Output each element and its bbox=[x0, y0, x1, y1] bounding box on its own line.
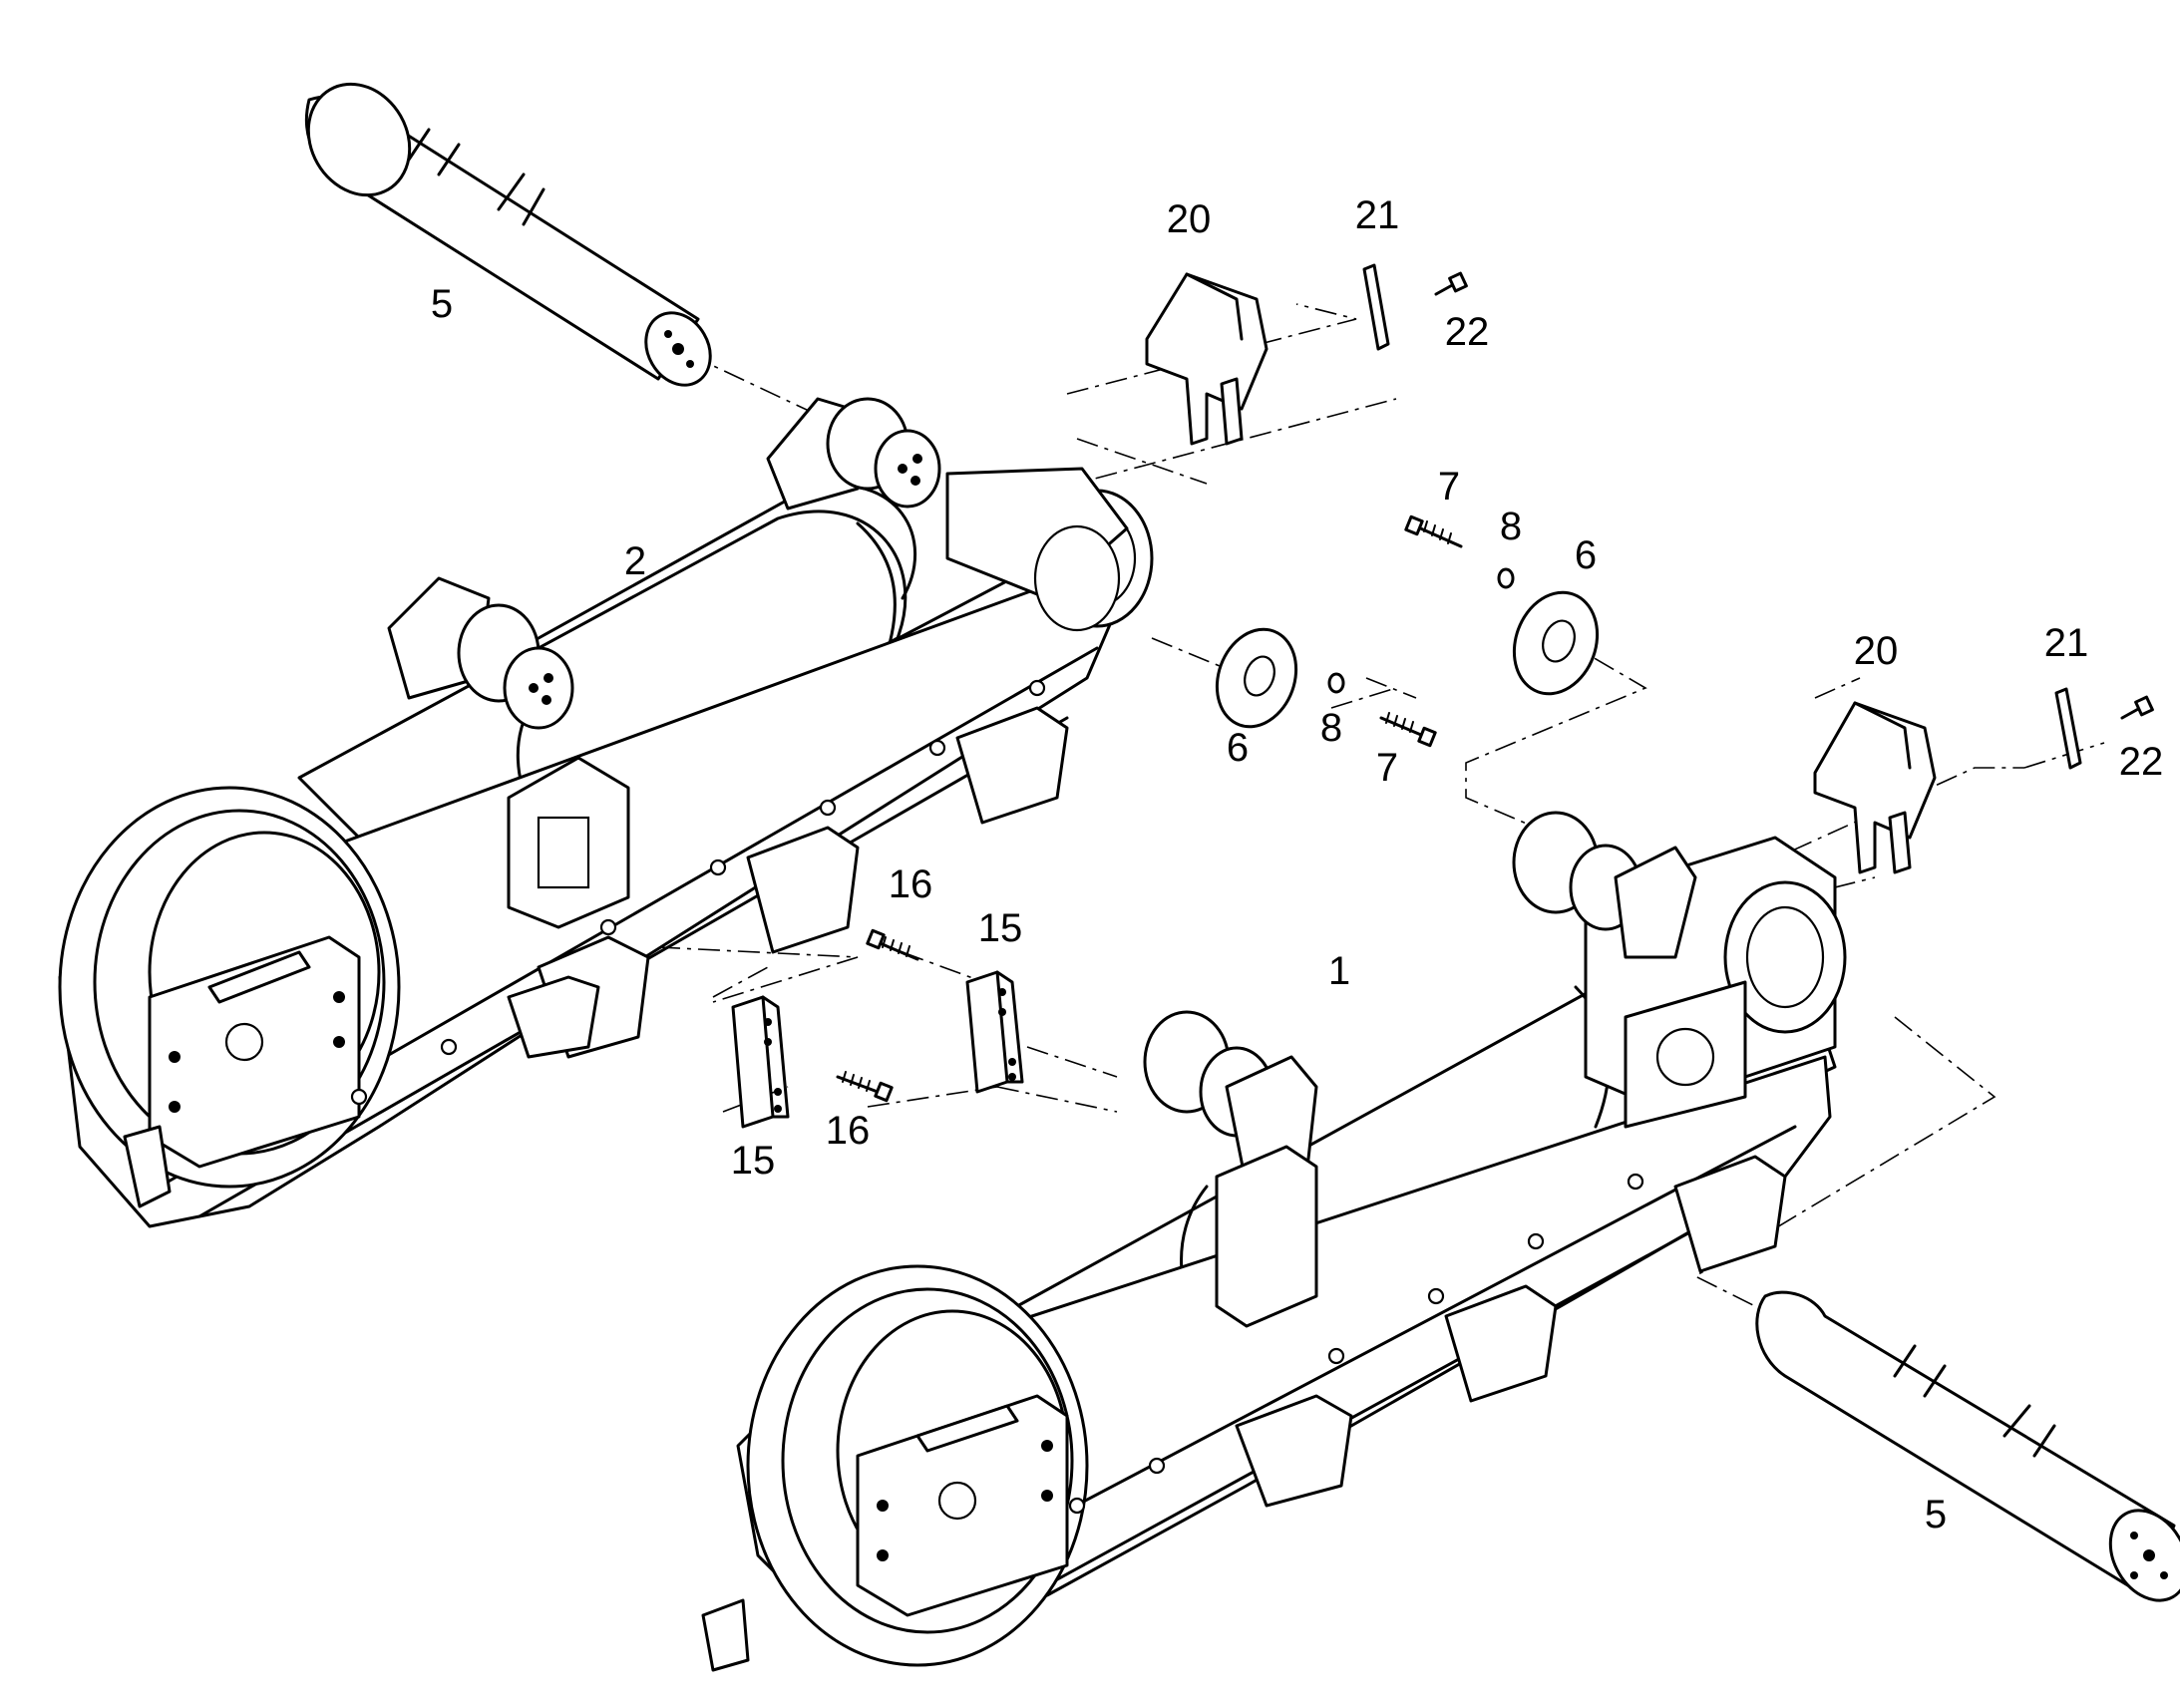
callout-22-lower: 22 bbox=[2118, 740, 2164, 784]
track-frame-assembly-2 bbox=[58, 397, 1154, 1228]
bracket-20-lower bbox=[1813, 701, 1937, 874]
callout-21-upper: 21 bbox=[1354, 193, 1400, 237]
callout-20-upper: 20 bbox=[1166, 197, 1212, 241]
callout-8-left: 8 bbox=[1319, 706, 1343, 750]
callout-7-right: 7 bbox=[1437, 465, 1461, 509]
bolt-7-right bbox=[1404, 514, 1463, 548]
disc-6-right bbox=[1512, 590, 1600, 696]
callout-21-lower: 21 bbox=[2043, 621, 2089, 665]
disc-6-left bbox=[1215, 627, 1298, 729]
callout-5-upper: 5 bbox=[430, 282, 454, 326]
callout-16-upper: 16 bbox=[888, 862, 933, 906]
bracket-20-upper bbox=[1145, 272, 1269, 446]
callout-7-left: 7 bbox=[1375, 746, 1399, 790]
screw-22-lower bbox=[2120, 695, 2154, 720]
callout-22-upper: 22 bbox=[1444, 310, 1490, 354]
callout-15-lower: 15 bbox=[730, 1139, 776, 1183]
callout-15-upper: 15 bbox=[977, 906, 1023, 950]
clamp-15-left bbox=[731, 995, 790, 1129]
clamp-15-right bbox=[965, 970, 1024, 1094]
pin-5-upper bbox=[304, 82, 712, 387]
callout-16-lower: 16 bbox=[825, 1109, 871, 1153]
bolt-16-upper bbox=[866, 928, 919, 961]
track-frame-assembly-1 bbox=[701, 811, 1847, 1672]
callout-8-right: 8 bbox=[1499, 505, 1523, 548]
screw-22-upper bbox=[1434, 271, 1468, 296]
washer-8-left bbox=[1327, 672, 1345, 694]
pin-5-lower bbox=[1755, 1290, 2180, 1602]
callout-2: 2 bbox=[623, 539, 647, 583]
washer-8-right bbox=[1497, 567, 1515, 589]
callout-1: 1 bbox=[1327, 949, 1351, 993]
bolt-16-lower bbox=[836, 1071, 894, 1103]
callout-20-lower: 20 bbox=[1853, 629, 1899, 673]
callout-5-lower: 5 bbox=[1924, 1493, 1948, 1537]
plate-21-lower bbox=[2054, 687, 2082, 770]
callout-6-left: 6 bbox=[1226, 726, 1250, 770]
bolt-7-left bbox=[1379, 712, 1437, 748]
plate-21-upper bbox=[1362, 263, 1390, 351]
callout-6-right: 6 bbox=[1574, 533, 1598, 577]
